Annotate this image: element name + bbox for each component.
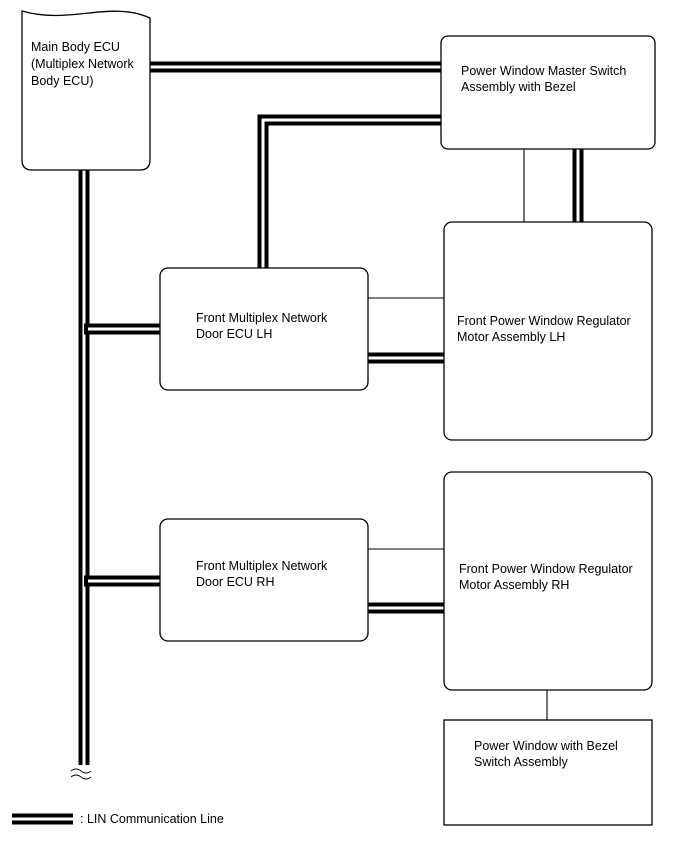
- motor-rh-label-line1: Front Power Window Regulator: [459, 562, 633, 576]
- door-ecu-lh-box: Front Multiplex Network Door ECU LH: [159, 267, 369, 391]
- main-body-ecu-label-line2: (Multiplex Network: [31, 57, 135, 71]
- lin-line-master-to-door-lh: [257, 114, 441, 268]
- main-body-ecu-box: Main Body ECU (Multiplex Network Body EC…: [21, 10, 151, 171]
- legend: : LIN Communication Line: [12, 812, 224, 826]
- main-body-ecu-label-line1: Main Body ECU: [31, 40, 120, 54]
- switch-assembly-label-line2: Switch Assembly: [474, 755, 569, 769]
- motor-lh-label-line1: Front Power Window Regulator: [457, 314, 631, 328]
- lin-lines: [78, 61, 584, 765]
- master-switch-label-line1: Power Window Master Switch: [461, 64, 626, 78]
- door-ecu-lh-label-line2: Door ECU LH: [196, 327, 272, 341]
- legend-label: : LIN Communication Line: [80, 812, 224, 826]
- motor-rh-label-line2: Motor Assembly RH: [459, 578, 569, 592]
- door-ecu-rh-label-line1: Front Multiplex Network: [196, 559, 328, 573]
- master-switch-label-line2: Assembly with Bezel: [461, 80, 576, 94]
- door-ecu-rh-label-line2: Door ECU RH: [196, 575, 275, 589]
- motor-rh-box: Front Power Window Regulator Motor Assem…: [443, 471, 653, 691]
- switch-assembly-label-line1: Power Window with Bezel: [474, 739, 618, 753]
- motor-lh-label-line2: Motor Assembly LH: [457, 330, 565, 344]
- switch-assembly-box: Power Window with Bezel Switch Assembly: [443, 719, 653, 826]
- wires: [368, 149, 548, 720]
- door-ecu-lh-label-line1: Front Multiplex Network: [196, 311, 328, 325]
- motor-lh-box: Front Power Window Regulator Motor Assem…: [443, 221, 653, 441]
- master-switch-box: Power Window Master Switch Assembly with…: [440, 35, 656, 150]
- bus-break-symbol: [69, 765, 93, 780]
- main-body-ecu-label-line3: Body ECU): [31, 74, 94, 88]
- door-ecu-rh-box: Front Multiplex Network Door ECU RH: [159, 518, 369, 642]
